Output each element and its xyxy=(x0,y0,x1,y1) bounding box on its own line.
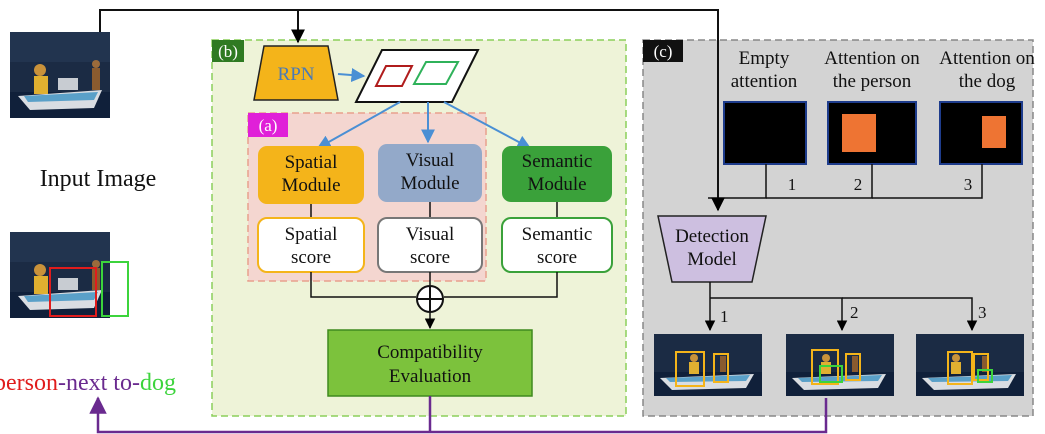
visual-module-line1: Visual xyxy=(406,150,454,171)
feedback-arrow xyxy=(89,396,828,434)
attention-3-line1: Attention on xyxy=(939,48,1035,69)
attention-3-index: 3 xyxy=(964,175,973,194)
input-image xyxy=(10,32,110,118)
panel-c-tag: (c) xyxy=(654,42,673,61)
visual-module-line2: Module xyxy=(400,173,459,194)
spatial-to-fusion xyxy=(310,272,416,298)
attention-2-index: 2 xyxy=(854,175,863,194)
spatial-module-line2: Module xyxy=(281,175,340,196)
semantic-module-line1: Semantic xyxy=(522,151,593,172)
output-3-index: 3 xyxy=(978,303,987,322)
semantic-score-line2: score xyxy=(537,247,577,268)
attention-map-dog xyxy=(939,101,1023,165)
attention-region-dog xyxy=(982,116,1006,148)
spatial-module-line1: Spatial xyxy=(285,152,338,173)
rpn-block xyxy=(253,45,339,101)
visual-module xyxy=(378,144,482,202)
output-1-index: 1 xyxy=(720,307,729,326)
detection-line2: Model xyxy=(687,249,737,270)
proposal-to-semantic-arrow xyxy=(443,101,532,149)
relation-predicate: -next to- xyxy=(58,370,140,396)
dog-box xyxy=(101,261,129,317)
rpn-to-proposal-arrow xyxy=(337,68,366,83)
spatial-module xyxy=(258,146,364,204)
output-2-index: 2 xyxy=(850,303,859,322)
compat-line1: Compatibility xyxy=(377,342,483,363)
attention-2-line2: the person xyxy=(833,71,912,92)
attention-region-person xyxy=(842,114,876,152)
compat-line2: Evaluation xyxy=(389,366,472,387)
output-image-1 xyxy=(654,334,762,396)
relation-triplet: person-next to-dog xyxy=(0,370,176,396)
semantic-to-fusion xyxy=(444,272,558,298)
attention-3-connector xyxy=(872,164,983,199)
attention-1-index: 1 xyxy=(788,175,797,194)
visual-score-line2: score xyxy=(410,247,450,268)
detection-line1: Detection xyxy=(675,226,749,247)
semantic-module xyxy=(502,146,612,202)
compatibility-evaluation xyxy=(327,329,533,397)
proposal-box-green xyxy=(412,61,460,85)
spatial-score-line1: Spatial xyxy=(285,224,338,245)
output-image-3 xyxy=(916,334,1024,396)
semantic-module-line2: Module xyxy=(527,174,586,195)
relation-subject: person xyxy=(0,370,58,396)
attention-3-line2: the dog xyxy=(959,71,1016,92)
attention-2-line1: Attention on xyxy=(824,48,920,69)
result-image xyxy=(10,232,129,318)
visual-score-line1: Visual xyxy=(406,224,454,245)
attention-1-line1: Empty xyxy=(739,48,790,69)
input-image-caption: Input Image xyxy=(40,166,157,192)
proposal-to-spatial-arrow xyxy=(316,101,401,149)
attention-map-empty xyxy=(723,101,807,165)
relation-object: dog xyxy=(140,370,176,396)
spatial-score-line2: score xyxy=(291,247,331,268)
proposal-box-red xyxy=(374,65,414,87)
panel-b-tag-bg xyxy=(212,40,244,62)
detection-model xyxy=(657,215,767,283)
semantic-score-line1: Semantic xyxy=(522,224,593,245)
fusion-plus-icon xyxy=(416,285,444,313)
panel-b-tag: (b) xyxy=(218,42,238,61)
rpn-label: RPN xyxy=(278,64,315,85)
attention-1-line2: attention xyxy=(731,71,798,92)
output-image-2 xyxy=(786,334,894,396)
input-to-detection-arrow xyxy=(99,9,725,212)
person-box xyxy=(49,267,97,317)
output-3-arrow xyxy=(842,297,978,332)
panel-a-tag: (a) xyxy=(259,116,278,135)
panel-c-tag-bg xyxy=(643,40,683,62)
panel-a-tag-bg xyxy=(248,113,288,137)
